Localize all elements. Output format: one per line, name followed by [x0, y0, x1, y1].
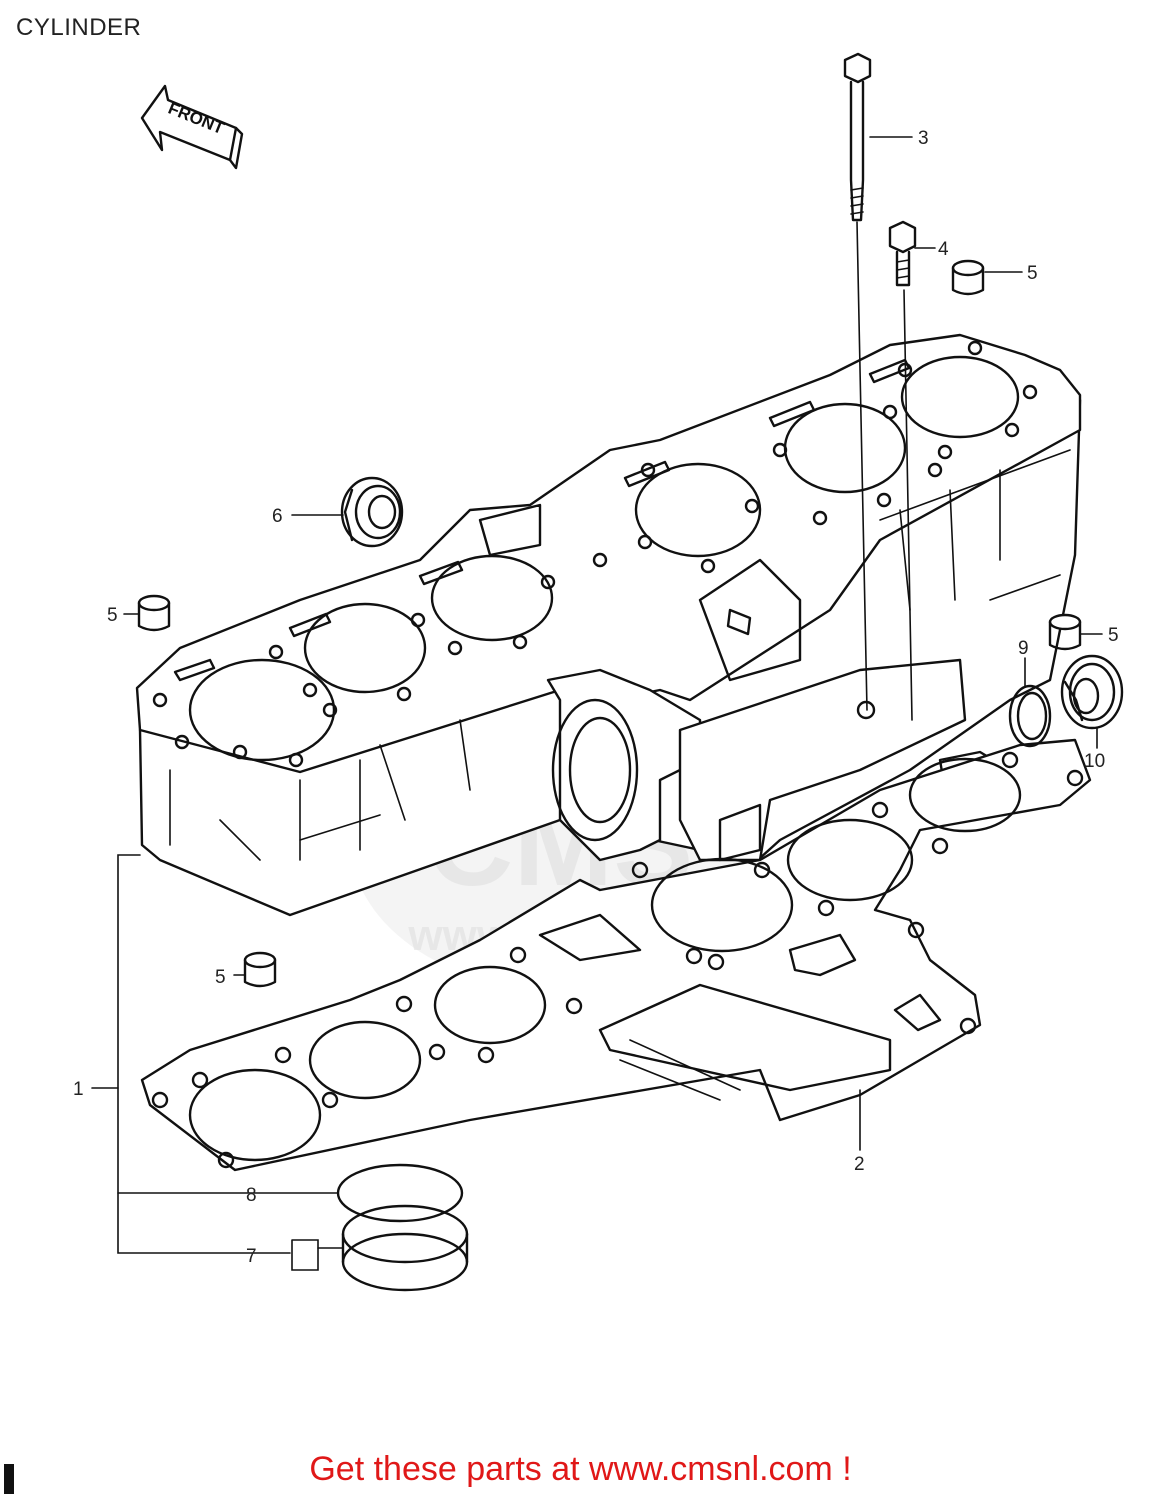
base-gasket — [140, 738, 1092, 1172]
page-title: CYLINDER — [16, 14, 142, 41]
gasket-bore-2 — [308, 1020, 422, 1100]
callout-1: 1 — [73, 1079, 84, 1100]
dowel-pin-left — [137, 594, 171, 632]
callout-2: 2 — [854, 1154, 865, 1175]
callout-10: 10 — [1084, 751, 1105, 772]
long-bolt — [843, 52, 876, 720]
short-bolt — [888, 220, 917, 721]
callout-6: 6 — [272, 506, 283, 527]
cylinder-bore-3 — [430, 554, 554, 642]
gasket-bore-6 — [908, 757, 1022, 833]
front-arrow-icon: FRONT — [140, 84, 244, 170]
gasket-bore-4 — [650, 857, 794, 953]
dowel-pin-lower — [243, 951, 277, 988]
gasket-bore-1 — [188, 1068, 322, 1162]
cylinder-block — [135, 333, 1082, 917]
cylinder-bore-6 — [900, 355, 1020, 439]
callout-4: 4 — [938, 239, 949, 260]
callout-5-lower: 5 — [215, 967, 226, 988]
callout-5-left: 5 — [107, 605, 118, 626]
cylinder-bore-2 — [303, 602, 427, 694]
leader-lines — [91, 136, 1103, 1271]
gasket-bore-5 — [786, 818, 914, 902]
corner-mark — [4, 1464, 14, 1494]
cylinder-bore-1 — [188, 658, 336, 762]
callout-8: 8 — [246, 1185, 257, 1206]
dowel-pin-right — [1048, 613, 1082, 651]
cap-plug — [1060, 654, 1124, 730]
get-parts-link[interactable]: Get these parts at www.cmsnl.com ! — [309, 1450, 852, 1488]
callout-7: 7 — [246, 1246, 257, 1267]
ring-7 — [341, 1204, 469, 1292]
gasket-bore-3 — [433, 965, 547, 1045]
oil-seal — [340, 476, 404, 548]
callout-9: 9 — [1018, 638, 1029, 659]
cylinder-bore-4 — [634, 462, 762, 558]
callout-5-right: 5 — [1108, 625, 1119, 646]
dowel-pin-top-right — [951, 259, 985, 296]
o-ring — [1008, 684, 1052, 748]
callout-5-top: 5 — [1027, 263, 1038, 284]
callout-3: 3 — [918, 128, 929, 149]
